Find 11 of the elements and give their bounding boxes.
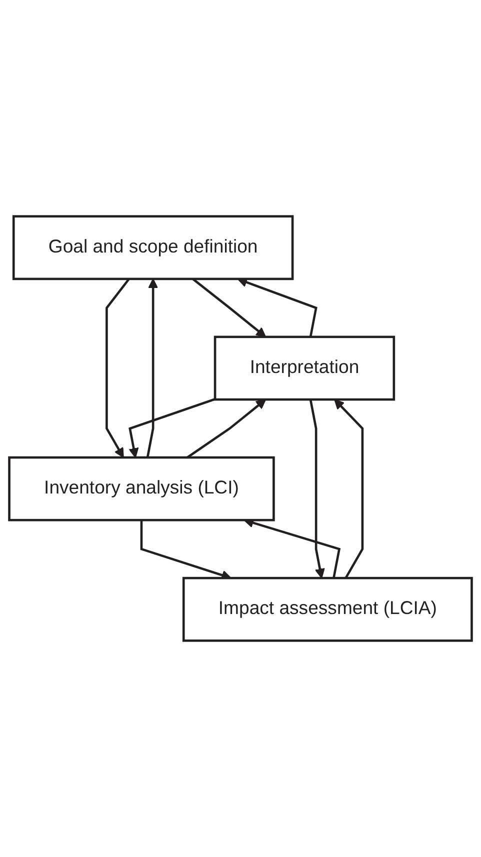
arrow <box>334 399 364 579</box>
arrow <box>128 398 216 458</box>
node-box: Goal and scope definition <box>12 215 294 280</box>
node-box: Interpretation <box>214 336 396 401</box>
arrow <box>192 278 266 338</box>
arrow <box>186 399 266 458</box>
node-box: Inventory analysis (LCI) <box>8 456 275 522</box>
arrow <box>106 278 130 458</box>
arrow <box>146 278 158 458</box>
node-box: Impact assessment (LCIA) <box>182 576 473 642</box>
arrow <box>309 399 325 579</box>
